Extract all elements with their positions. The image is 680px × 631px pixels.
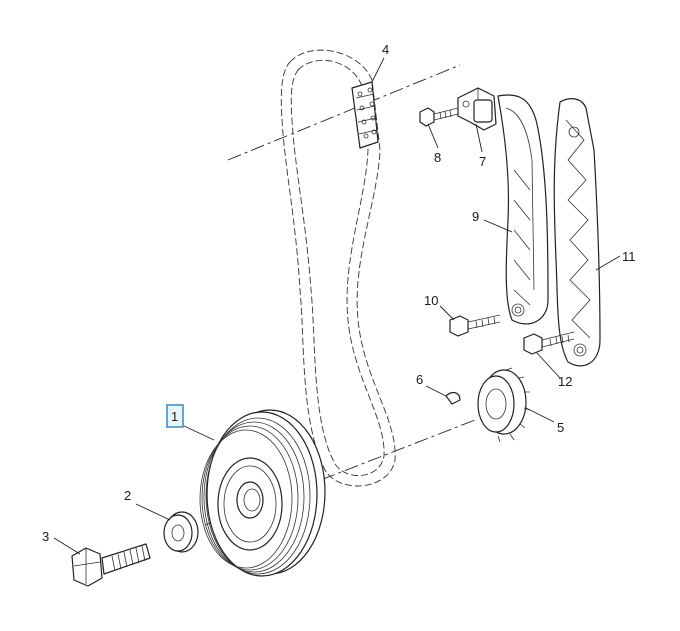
leader-9 <box>483 219 513 233</box>
leader-12 <box>535 351 561 379</box>
leader-lines <box>53 57 621 555</box>
crankshaft-sprocket <box>477 367 531 443</box>
tensioner-guide-rail <box>497 94 549 325</box>
callout-11[interactable]: 11 <box>622 249 636 264</box>
camshaft-center-line <box>227 64 461 161</box>
crankshaft-pulley <box>199 409 326 577</box>
leader-5 <box>525 407 555 423</box>
pulley-washer <box>163 511 199 553</box>
woodruff-key <box>445 391 461 405</box>
pulley-bolt <box>71 543 151 587</box>
leader-11 <box>595 255 621 271</box>
callout-5[interactable]: 5 <box>557 420 564 435</box>
callout-1[interactable]: 1 <box>171 409 178 424</box>
callout-6[interactable]: 6 <box>416 372 423 387</box>
callout-7[interactable]: 7 <box>479 154 486 169</box>
leader-4 <box>371 57 385 83</box>
chain-link-detail <box>351 81 379 149</box>
callout-3[interactable]: 3 <box>42 529 49 544</box>
tensioner-bolt <box>419 107 459 127</box>
callout-4[interactable]: 4 <box>382 42 389 57</box>
leader-2 <box>135 503 171 521</box>
chain-tensioner <box>457 87 497 131</box>
leader-7 <box>475 123 483 153</box>
callout-10[interactable]: 10 <box>424 293 438 308</box>
leader-1 <box>181 424 215 441</box>
timing-chain <box>280 49 396 487</box>
leader-8 <box>427 123 439 149</box>
leader-6 <box>425 385 447 397</box>
callout-8[interactable]: 8 <box>434 150 441 165</box>
callout-labels: 1 2 3 4 5 6 7 8 9 10 11 12 <box>42 42 636 544</box>
callout-highlight-box <box>166 404 184 428</box>
leader-3 <box>53 537 81 555</box>
callout-9[interactable]: 9 <box>472 209 479 224</box>
fixed-guide-rail <box>553 98 601 367</box>
guide-rail-bolt-lower <box>523 331 575 355</box>
guide-rail-bolt-upper <box>449 314 501 337</box>
leader-10 <box>439 305 455 321</box>
callout-2[interactable]: 2 <box>124 488 131 503</box>
crankshaft-center-line <box>204 419 476 526</box>
callout-12[interactable]: 12 <box>558 374 572 389</box>
